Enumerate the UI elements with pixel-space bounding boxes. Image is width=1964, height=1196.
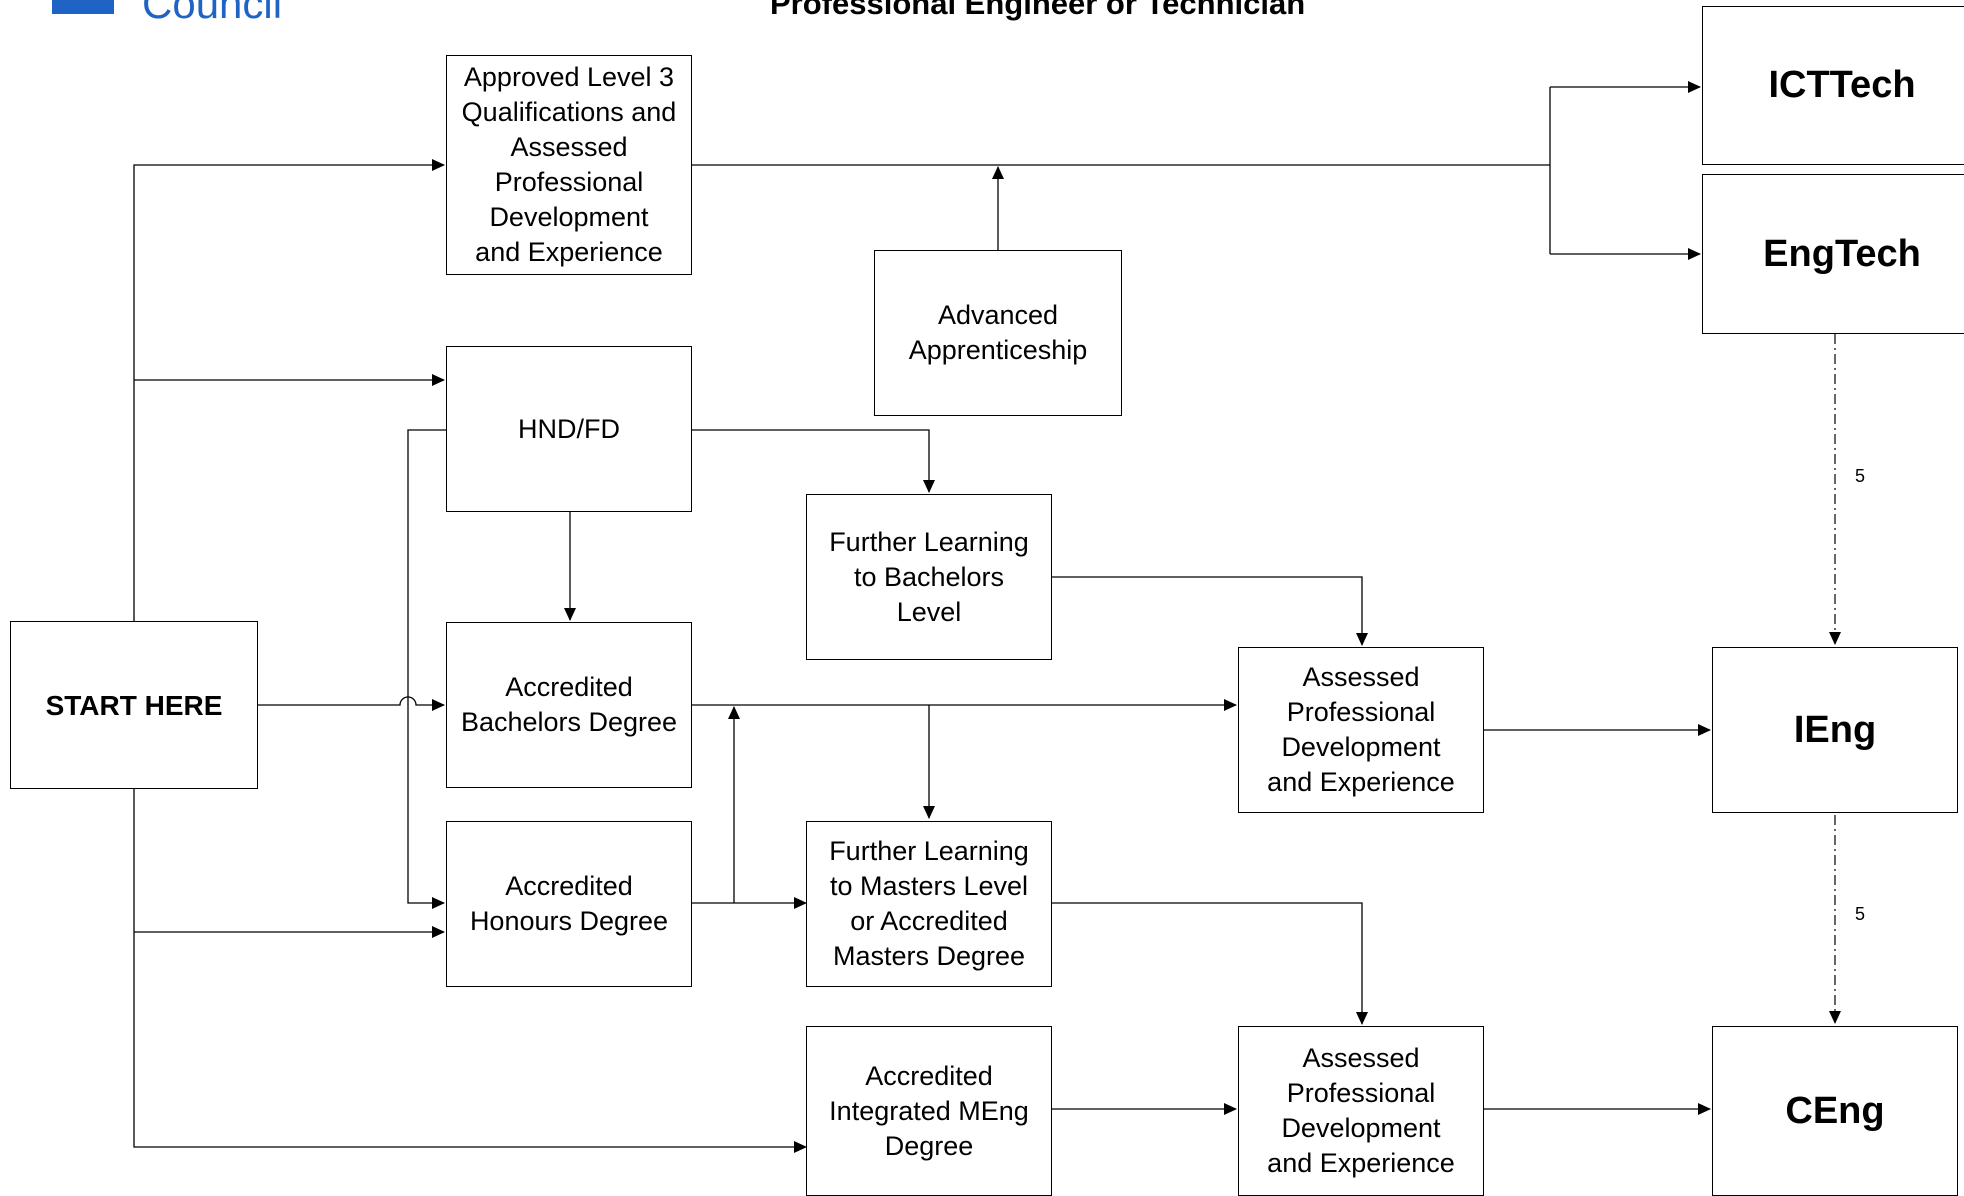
- logo-mark: [52, 0, 114, 14]
- accredited-honours-box: Accredited Honours Degree: [446, 821, 692, 987]
- engtech-box: EngTech: [1702, 174, 1964, 334]
- connector: [258, 696, 445, 711]
- further-learning-masters-box: Further Learning to Masters Level or Acc…: [806, 821, 1052, 987]
- diagram-title: Professional Engineer or Technician: [770, 0, 1306, 21]
- ceng-box: CEng: [1712, 1026, 1958, 1196]
- ieng-to-ceng-label: 5: [1855, 904, 1866, 924]
- connector: [692, 429, 935, 493]
- engtech-to-ieng-label: 5: [1855, 466, 1866, 486]
- assessed-development-ieng-box: Assessed Professional Development and Ex…: [1238, 647, 1484, 813]
- connector: [133, 789, 807, 1153]
- hnd-fd-box: HND/FD: [446, 346, 692, 512]
- connector: [407, 429, 446, 909]
- accredited-bachelors-box: Accredited Bachelors Degree: [446, 622, 692, 788]
- connector: [133, 159, 445, 621]
- connector: [1052, 902, 1368, 1025]
- advanced-apprenticeship-box: Advanced Apprenticeship: [874, 250, 1122, 416]
- ieng-box: IEng: [1712, 647, 1958, 813]
- connector: [1052, 576, 1368, 646]
- assessed-development-ceng-box: Assessed Professional Development and Ex…: [1238, 1026, 1484, 1196]
- start-here-box: START HERE: [10, 621, 258, 789]
- further-learning-bachelors-box: Further Learning to Bachelors Level: [806, 494, 1052, 660]
- logo-text: Council: [142, 0, 283, 27]
- icttech-box: ICTTech: [1702, 6, 1964, 165]
- integrated-meng-box: Accredited Integrated MEng Degree: [806, 1026, 1052, 1196]
- level3-qualifications-box: Approved Level 3 Qualifications and Asse…: [446, 55, 692, 275]
